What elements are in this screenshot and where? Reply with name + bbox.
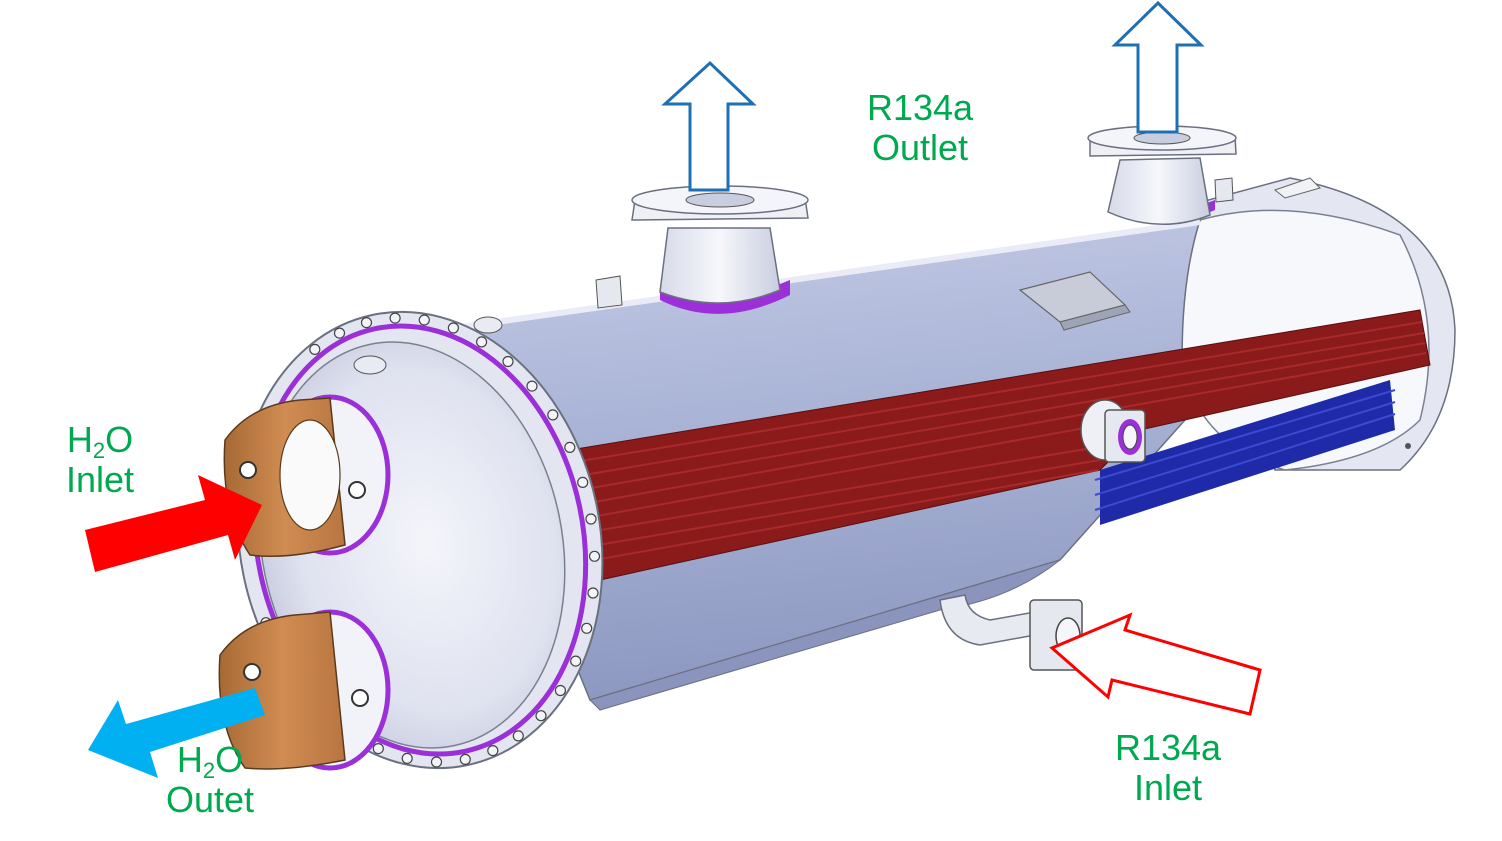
water-outlet-nozzle <box>218 609 391 771</box>
flange-bolt <box>512 730 524 742</box>
h2o-outlet-label: H2O Outet <box>165 739 255 820</box>
flange-bolt <box>547 409 559 421</box>
flange-bolt <box>389 312 401 324</box>
flange-bolt <box>585 513 597 525</box>
flange-bolt <box>401 752 413 765</box>
flange-bolt <box>588 550 601 562</box>
flange-bolt <box>309 343 321 355</box>
flange-bolt <box>570 655 582 667</box>
flange-bolt <box>526 380 538 392</box>
r134a-outlet-label: R134a Outlet <box>866 87 974 168</box>
flange-bolt <box>564 441 576 453</box>
r134a-outlet-arrow-left <box>661 60 757 192</box>
flange-bolt <box>554 684 567 697</box>
sight-port <box>1080 399 1146 463</box>
refrigerant-inlet-pipe <box>939 594 1083 671</box>
flange-bolt <box>476 336 488 348</box>
flange-bolt <box>487 744 499 757</box>
refrigerant-outlet-nozzle-left <box>595 185 809 314</box>
h2o-inlet-arrow <box>85 475 262 572</box>
h2o-inlet-label: H2O Inlet <box>65 419 135 500</box>
flange-bolt <box>535 710 547 722</box>
r134a-inlet-label: R134a Inlet <box>1114 727 1222 808</box>
flange-bolt <box>418 314 430 326</box>
h2o-outlet-arrow <box>88 688 265 778</box>
vent-nozzle <box>353 316 503 375</box>
r134a-outlet-arrow-right <box>1111 0 1205 134</box>
refrigerant-outlet-nozzle-right <box>1087 125 1237 226</box>
flange-bolt <box>459 753 471 766</box>
flange-bolt <box>360 317 373 329</box>
r134a-inlet-arrow <box>1049 612 1262 716</box>
flange-bolt <box>581 622 593 634</box>
flange-bolt <box>577 476 589 488</box>
water-inlet-nozzle <box>223 394 391 557</box>
flange-bolt <box>587 587 599 599</box>
flange-bolt <box>502 355 514 368</box>
flange-bolt <box>333 327 346 339</box>
flange-bolt <box>372 742 384 755</box>
flange-bolt <box>447 322 459 334</box>
flange-bolt <box>430 756 443 768</box>
